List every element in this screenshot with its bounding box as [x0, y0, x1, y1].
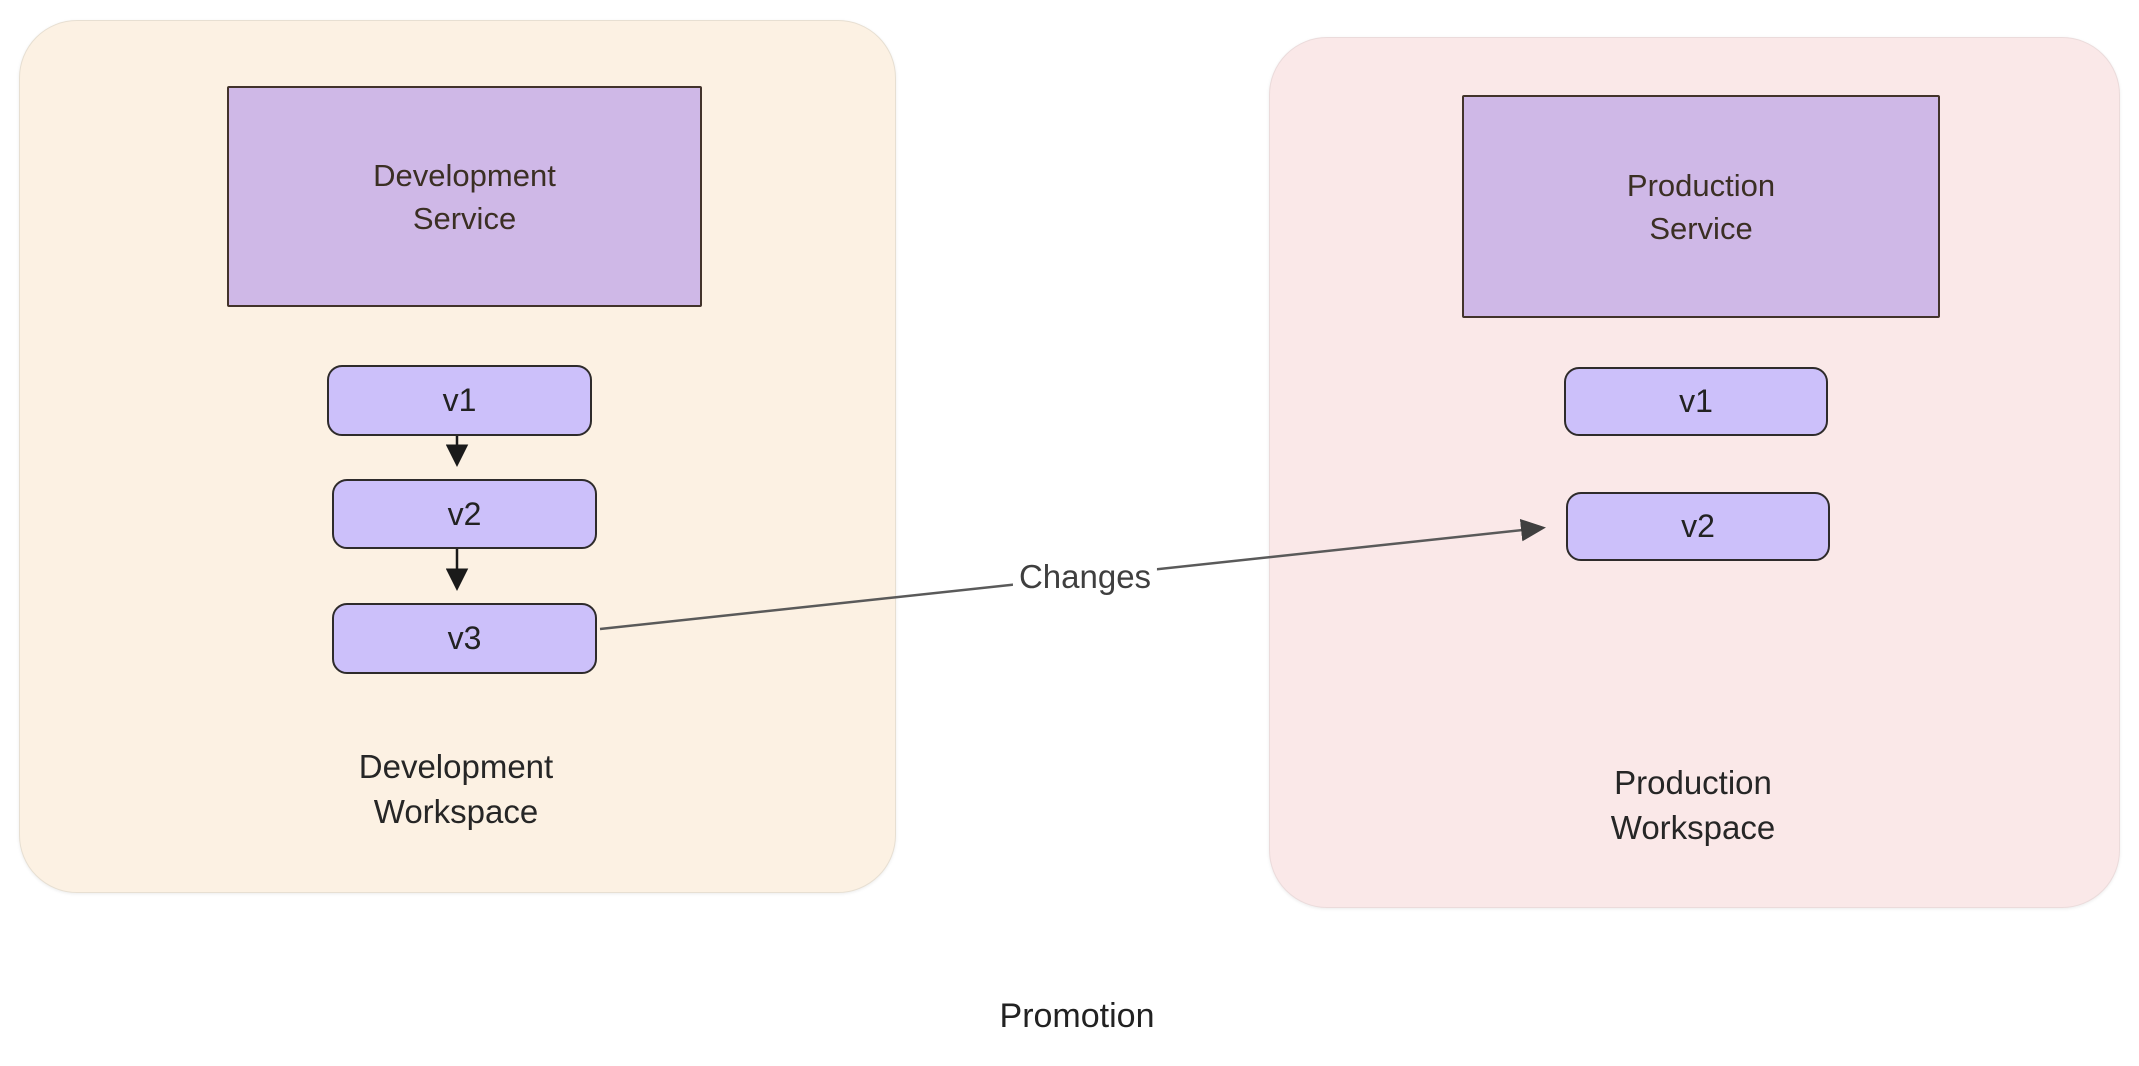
production-service-node: Production Service: [1462, 95, 1940, 318]
dev-version-v2-node: v2: [332, 479, 597, 549]
development-workspace-label: Development Workspace: [358, 748, 554, 830]
prod-version-v1-node: v1: [1564, 367, 1828, 436]
development-service-node: Development Service: [227, 86, 702, 307]
production-workspace-label: Production Workspace: [1610, 764, 1776, 846]
changes-arrow-label: Changes: [1012, 557, 1158, 597]
dev-version-v3-node: v3: [332, 603, 597, 674]
dev-version-v1-node: v1: [327, 365, 592, 436]
promotion-caption: Promotion: [999, 997, 1155, 1035]
prod-version-v2-node: v2: [1566, 492, 1830, 561]
